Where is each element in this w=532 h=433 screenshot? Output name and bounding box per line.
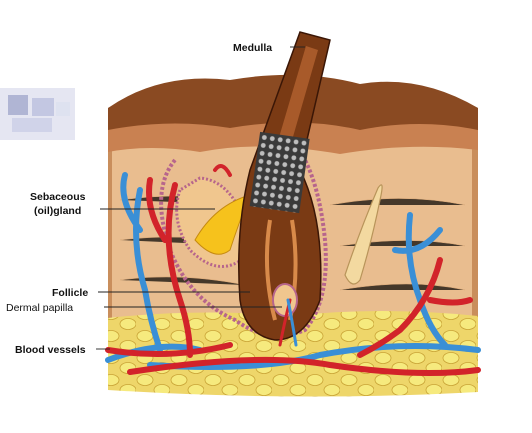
gland-vessel [213, 164, 232, 177]
leader-lines [96, 46, 305, 350]
sebaceous-gland [175, 176, 251, 268]
artery-right [357, 257, 473, 358]
artery-bottom [127, 356, 481, 377]
label-sebaceous-line1: Sebaceous [30, 191, 86, 203]
watermark: 头条 @十一少年游 [398, 408, 506, 424]
label-sebaceous-line2: (oil)gland [34, 205, 81, 217]
vein-bottom [147, 343, 481, 371]
artery-left [105, 177, 233, 358]
blurred-logo [0, 88, 75, 140]
hair-cuticle-cells [249, 131, 310, 214]
hair-bulb-papilla [272, 283, 298, 317]
vein-right [392, 212, 448, 348]
blood-vessels-group [105, 164, 481, 377]
arrector-pili-muscle [344, 184, 383, 285]
fat-layer [108, 311, 478, 397]
label-blood-vessels: Blood vessels [15, 344, 86, 356]
label-dermal-papilla: Dermal papilla [6, 302, 73, 314]
papilla-vessels-vein [286, 298, 298, 347]
label-follicle: Follicle [52, 287, 88, 299]
label-medulla: Medulla [233, 42, 272, 54]
